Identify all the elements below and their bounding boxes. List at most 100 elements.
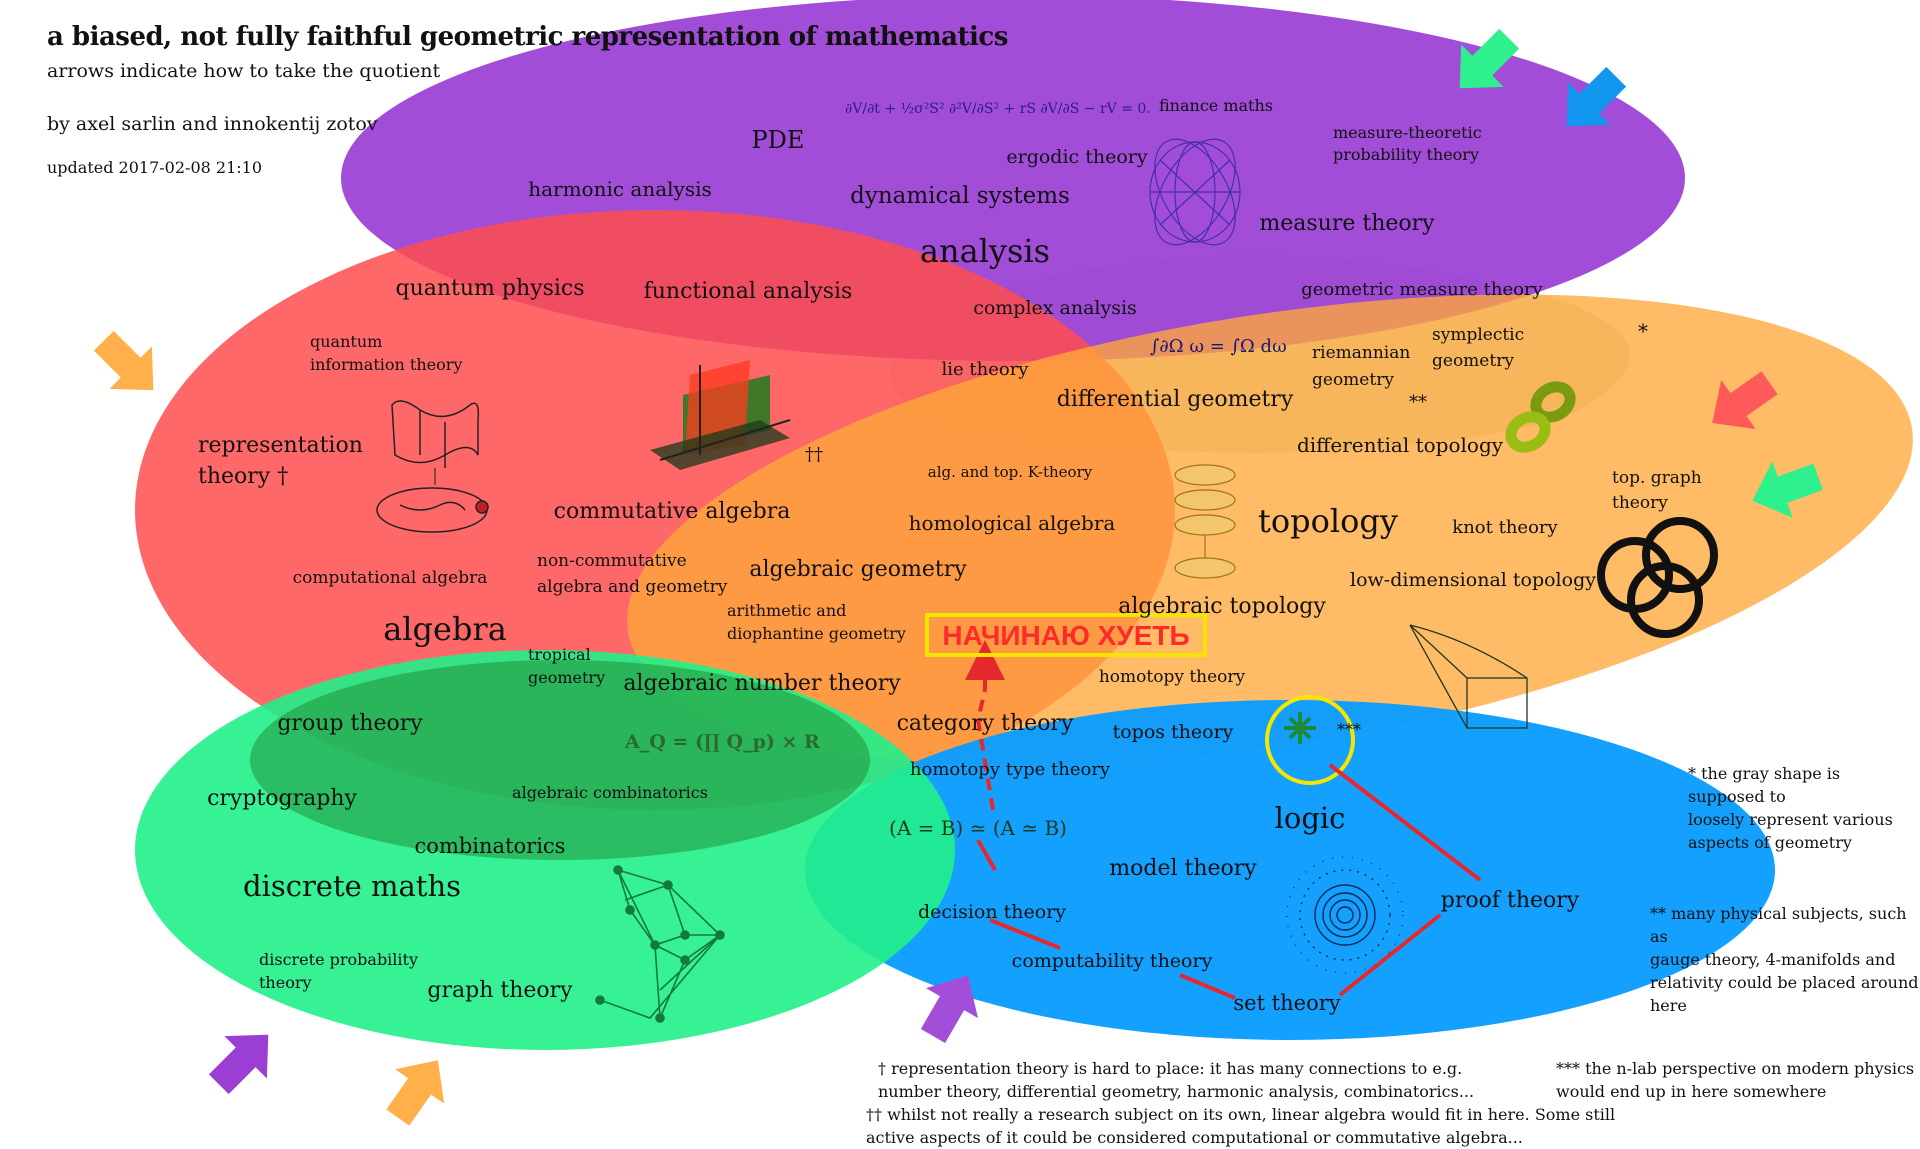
label-lie-theory: lie theory (942, 359, 1030, 380)
stokes-formula: ∫∂Ω ω = ∫Ω dω (1150, 336, 1287, 357)
label-noncomm-1: non-commutative (537, 551, 687, 571)
label-graph-theory: graph theory (427, 978, 573, 1003)
label-representation-1: representation (198, 433, 363, 458)
graph-network-icon (595, 865, 725, 1023)
arrow-icon-red-right (1712, 371, 1778, 430)
label-homotopy-type-theory: homotopy type theory (910, 759, 1111, 780)
label-computability-theory: computability theory (1012, 950, 1213, 972)
label-measure-theory: measure theory (1259, 211, 1435, 236)
label-representation-2: theory † (198, 464, 288, 489)
region-algebra-green-overlap (250, 660, 870, 860)
spiral-icon (1286, 856, 1404, 974)
label-tropical-1: tropical (528, 645, 591, 664)
page-title: a biased, not fully faithful geometric r… (47, 22, 1008, 52)
arrow-icon-orange-bottom (386, 1060, 445, 1126)
authors-line: by axel sarlin and innokentij zotov (47, 113, 378, 135)
region-title-topology: topology (1258, 502, 1398, 540)
label-noncomm-2: algebra and geometry (537, 577, 728, 597)
adeles-formula: A_Q = (∏ Q_p) × R (624, 731, 820, 753)
arrow-icon-orange-left (93, 330, 154, 391)
label-algebraic-number-theory: algebraic number theory (623, 671, 901, 696)
label-measure-theoretic-2: probability theory (1333, 145, 1479, 164)
region-logic (805, 700, 1775, 1040)
label-riemannian-2: geometry (1312, 370, 1394, 390)
label-quantum-info-2: information theory (310, 355, 462, 374)
label-proof-theory: proof theory (1441, 888, 1580, 913)
label-pde: PDE (752, 126, 805, 154)
torus-icon (1505, 381, 1576, 453)
label-differential-topology: differential topology (1297, 433, 1504, 457)
label-top-graph-1: top. graph (1612, 468, 1702, 488)
label-measure-theoretic-1: measure-theoretic (1333, 123, 1482, 142)
footnote-gray-shape: * the gray shape is supposed to loosely … (1688, 764, 1893, 852)
commutative-diagram-icon (1409, 624, 1528, 729)
stamp-text: НАЧИНАЮ ХУЕТЬ (942, 620, 1189, 651)
label-symplectic-2: geometry (1432, 351, 1514, 371)
label-topos-theory: topos theory (1113, 721, 1234, 743)
label-knot-theory: knot theory (1452, 517, 1558, 538)
label-algebraic-geometry: algebraic geometry (749, 557, 967, 582)
label-triple-star: *** (1337, 720, 1361, 739)
label-homological-algebra: homological algebra (909, 511, 1116, 535)
label-commutative-algebra: commutative algebra (554, 499, 791, 524)
footnote-nlab: *** the n-lab perspective on modern phys… (1556, 1059, 1915, 1101)
region-title-algebra: algebra (383, 610, 507, 648)
footnote-representation: † representation theory is hard to place… (878, 1059, 1475, 1101)
label-complex-analysis: complex analysis (973, 297, 1137, 319)
arrow-icon-purple-bottom (920, 975, 978, 1043)
label-gray-star: * (1638, 319, 1648, 343)
label-dynamical-systems: dynamical systems (850, 183, 1070, 209)
label-combinatorics: combinatorics (415, 834, 566, 858)
arrow-icon-purple-bottom-left (208, 1034, 269, 1095)
footnote-physical: ** many physical subjects, such as gauge… (1650, 904, 1919, 1015)
label-top-graph-2: theory (1612, 493, 1668, 513)
arrow-icon-green-top (1459, 28, 1520, 89)
label-tropical-2: geometry (528, 668, 605, 687)
label-discrete-prob-1: discrete probability (259, 950, 418, 969)
label-set-theory: set theory (1233, 991, 1340, 1015)
label-symplectic-1: symplectic (1432, 325, 1524, 345)
label-ergodic-theory: ergodic theory (1006, 146, 1147, 168)
footnote-linear-algebra: †† whilst not really a research subject … (866, 1105, 1616, 1147)
region-discrete (135, 650, 955, 1050)
black-scholes-formula: ∂V/∂t + ½σ²S² ∂²V/∂S² + rS ∂V/∂S − rV = … (845, 101, 1151, 117)
label-arith-1: arithmetic and (727, 601, 846, 620)
arrow-icon-blue-top (1566, 66, 1627, 127)
label-functional-analysis: functional analysis (644, 279, 853, 304)
region-title-logic: logic (1275, 801, 1346, 835)
label-alg-top-k: alg. and top. K-theory (928, 463, 1093, 481)
label-group-theory: group theory (277, 711, 423, 736)
yellow-highlight-ring (1265, 695, 1355, 785)
region-topology (627, 294, 1913, 766)
label-univalence: (A = B) ≃ (A ≃ B) (889, 816, 1067, 840)
trefoil-knot-icon (1597, 517, 1718, 638)
updated-timestamp: updated 2017-02-08 21:10 (47, 158, 262, 177)
region-title-analysis: analysis (920, 232, 1050, 270)
label-computational-algebra: computational algebra (293, 568, 488, 588)
label-model-theory: model theory (1109, 856, 1257, 881)
label-quantum-info-1: quantum (310, 332, 382, 351)
label-category-theory: category theory (897, 711, 1074, 736)
label-low-dim-topology: low-dimensional topology (1350, 569, 1596, 591)
label-differential-geometry: differential geometry (1057, 387, 1294, 412)
cobordism-icon (376, 400, 489, 533)
nlab-sheaf-icon (1284, 712, 1316, 744)
page-subtitle: arrows indicate how to take the quotient (47, 60, 441, 82)
stamp-box (925, 613, 1207, 657)
label-riemannian-1: riemannian (1312, 343, 1410, 363)
label-cryptography: cryptography (207, 786, 357, 811)
label-algebraic-combinatorics: algebraic combinatorics (512, 783, 708, 802)
arrow-icon-green-right (1752, 461, 1823, 518)
label-arith-2: diophantine geometry (727, 624, 906, 643)
label-algebraic-topology: algebraic topology (1118, 594, 1326, 619)
sheaf-stack-icon (1174, 464, 1236, 579)
label-homotopy-theory: homotopy theory (1099, 667, 1246, 687)
label-decision-theory: decision theory (918, 901, 1066, 923)
label-double-star: ** (1409, 392, 1427, 413)
label-quantum-physics: quantum physics (395, 276, 584, 301)
region-title-discrete: discrete maths (243, 869, 461, 903)
red-annotation-lines (965, 640, 1482, 1000)
label-discrete-prob-2: theory (259, 973, 312, 992)
label-dagger-dagger: †† (805, 444, 823, 465)
